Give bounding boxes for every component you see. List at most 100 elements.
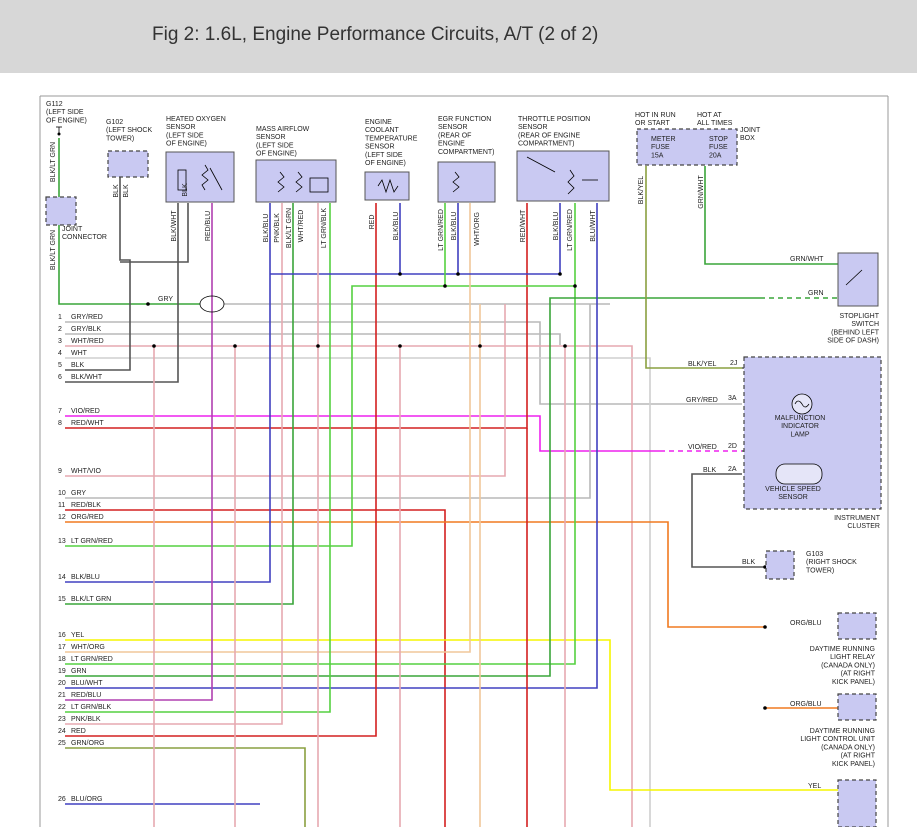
pcm-pin-number: 3 xyxy=(58,338,62,345)
label-cluster: INSTRUMENT xyxy=(834,515,881,522)
stoplight-switch xyxy=(837,252,879,307)
pcm-pin-label: BLK xyxy=(71,362,85,369)
label-hot-run: HOT IN RUN xyxy=(635,112,676,119)
pcm-pin-label: VIO/RED xyxy=(71,408,100,415)
wire-label-ect-red: RED xyxy=(369,215,376,230)
label-meter-fuse: METER xyxy=(651,136,676,143)
pcm-pin-number: 5 xyxy=(58,362,62,369)
wire-label-egr-whtorg: WHT/ORG xyxy=(474,212,481,246)
wire-label-blk-b: BLK xyxy=(123,184,130,198)
g102-ground-block xyxy=(107,150,149,178)
pcm-pin-label: YEL xyxy=(71,632,84,639)
label-meter-fuse: FUSE xyxy=(651,144,670,151)
wire-label-egr-ltgrnred: LT GRN/RED xyxy=(438,209,445,251)
label-vss: VEHICLE SPEED xyxy=(765,486,821,493)
daytime-running-light-relay xyxy=(837,612,877,640)
daytime-running-light-control-unit xyxy=(837,693,877,721)
label-g112: (LEFT SIDE xyxy=(46,109,84,116)
heated-oxygen-sensor xyxy=(165,151,235,203)
label-maf: SENSOR xyxy=(256,134,286,141)
wire-label-grnwht: GRN/WHT xyxy=(698,175,705,209)
label-joint-connector: CONNECTOR xyxy=(62,234,107,241)
splice-dot xyxy=(563,344,567,348)
pcm-pin-number: 16 xyxy=(58,632,66,639)
wire-pin17-whtorg xyxy=(65,203,471,653)
label-stop-fuse: 20A xyxy=(709,152,722,159)
cluster-pin-3a: 3A xyxy=(728,395,737,402)
pcm-pin-label: BLK/LT GRN xyxy=(71,596,111,603)
maf-resistor-icon xyxy=(277,171,329,193)
wire-pin1-gryred xyxy=(65,321,742,405)
label-drl-relay: LIGHT RELAY xyxy=(830,654,875,661)
splice-dot xyxy=(763,625,767,629)
wire-pin15-blkltgrn xyxy=(65,203,294,605)
pcm-pin-label: LT GRN/RED xyxy=(71,656,113,663)
wire-label-tps-blkblu: BLK/BLU xyxy=(553,212,560,241)
label-stop-fuse: STOP xyxy=(709,136,728,143)
gry-wire-loop-icon xyxy=(199,295,225,313)
wire-label-maf-blkblu: BLK/BLU xyxy=(263,214,270,243)
ground-g112-icon xyxy=(56,126,62,136)
pcm-pin-label: WHT/RED xyxy=(71,338,104,345)
label-ect: SENSOR xyxy=(365,144,395,151)
splice-dot xyxy=(456,272,460,276)
label-g112: G112 xyxy=(46,101,63,108)
pcm-pin-label: RED/BLK xyxy=(71,502,101,509)
label-g102: TOWER) xyxy=(106,135,134,142)
pcm-pin-number: 1 xyxy=(58,314,62,321)
label-mil: LAMP xyxy=(790,431,809,438)
label-joint-box: BOX xyxy=(740,135,755,142)
mass-airflow-sensor xyxy=(255,159,337,203)
label-tps: SENSOR xyxy=(518,124,548,131)
label-maf: OF ENGINE) xyxy=(256,151,297,158)
label-mil: MALFUNCTION xyxy=(775,415,826,422)
header-bar: Fig 2: 1.6L, Engine Performance Circuits… xyxy=(0,0,917,73)
wire-label-blkyel: BLK/YEL xyxy=(638,176,645,205)
label-cluster: CLUSTER xyxy=(847,523,880,530)
wire-blk-ltgrn-joint xyxy=(58,225,200,305)
mil-lamp-icon xyxy=(791,393,813,415)
wire-pin23-pnkblk xyxy=(65,203,283,725)
engine-coolant-temperature-sensor xyxy=(364,171,410,201)
label-egr: ENGINE xyxy=(438,141,465,148)
pcm-pin-label: GRN/ORG xyxy=(71,740,104,747)
label-joint-box: JOINT xyxy=(740,127,761,134)
wire-label-yel-h: YEL xyxy=(808,783,821,790)
label-stoplight: (BEHIND LEFT xyxy=(831,329,880,336)
label-ho2s: OF ENGINE) xyxy=(166,141,207,148)
label-drl-relay: (AT RIGHT xyxy=(841,671,876,678)
label-stoplight: STOPLIGHT xyxy=(839,313,879,320)
wire-label-orgblu-2: ORG/BLU xyxy=(790,701,822,708)
label-meter-fuse: 15A xyxy=(651,152,664,159)
pcm-pin-label: GRY/RED xyxy=(71,314,103,321)
wire-label-ho2s-redblu: RED/BLU xyxy=(205,211,212,241)
egr-potentiometer-icon xyxy=(452,171,460,193)
label-egr: EGR FUNCTION xyxy=(438,116,491,123)
splice-dot xyxy=(558,272,562,276)
label-g103: TOWER) xyxy=(806,567,834,574)
daytime-running-light-lower-block xyxy=(837,779,877,827)
pcm-pin-number: 12 xyxy=(58,514,66,521)
wire-label-ect-blkblu: BLK/BLU xyxy=(393,212,400,241)
label-ho2s: HEATED OXYGEN xyxy=(166,116,226,123)
label-g103: G103 xyxy=(806,551,823,558)
wire-label-ho2s-blkwht: BLK/WHT xyxy=(171,210,178,242)
pcm-pin-label: GRY xyxy=(71,490,86,497)
wire-label-gryred-h: GRY/RED xyxy=(686,397,718,404)
wire-label-maf-pnkblk: PNK/BLK xyxy=(274,213,281,243)
pcm-pin-label: LT GRN/BLK xyxy=(71,704,112,711)
pcm-pin-number: 18 xyxy=(58,656,66,663)
wire-label-grnwht-h: GRN/WHT xyxy=(790,256,824,263)
label-egr: (REAR OF xyxy=(438,132,471,139)
label-g112: OF ENGINE) xyxy=(46,117,87,124)
label-stop-fuse: FUSE xyxy=(709,144,728,151)
vehicle-speed-sensor-icon xyxy=(775,463,823,485)
pcm-pin-label: RED/BLU xyxy=(71,692,101,699)
pcm-pin-number: 9 xyxy=(58,468,62,475)
wire-pin7-viored xyxy=(65,415,660,452)
label-maf: (LEFT SIDE xyxy=(256,142,294,149)
wire-label-blk-ltgrn-bot: BLK/LT GRN xyxy=(50,230,57,270)
wire-pin10-gry xyxy=(65,304,591,499)
pcm-pin-label: ORG/RED xyxy=(71,514,104,521)
splice-dot xyxy=(398,344,402,348)
